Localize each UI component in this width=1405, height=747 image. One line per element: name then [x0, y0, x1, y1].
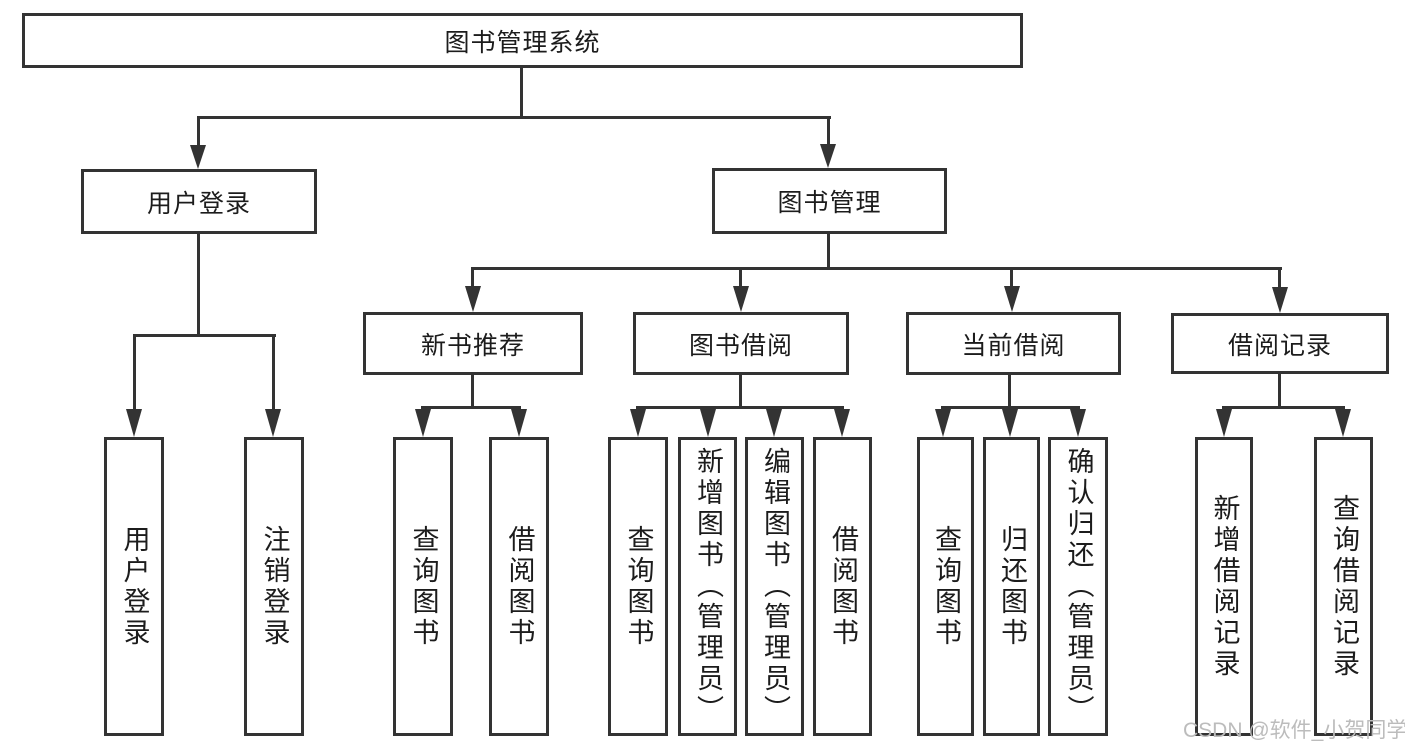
connector-line: [1008, 375, 1011, 408]
connector-line: [827, 234, 830, 269]
connector-line: [636, 406, 844, 409]
node-book-mgmt-label: 图书管理: [777, 189, 882, 217]
arrow-down-icon: [700, 409, 716, 437]
arrow-down-icon: [511, 409, 527, 437]
leaf-newbooks-borrow: 借阅图书: [489, 437, 549, 736]
node-book-borrow: 图书借阅: [633, 312, 849, 375]
node-borrow-records-label: 借阅记录: [1227, 331, 1332, 360]
connector-line: [520, 68, 523, 118]
connector-line: [272, 334, 275, 411]
leaf-bookborrow-edit-label: 编辑图书（管理员）: [760, 447, 790, 726]
arrow-down-icon: [1002, 409, 1018, 437]
connector-line: [471, 267, 1282, 270]
arrow-down-icon: [126, 409, 142, 437]
arrow-down-icon: [190, 145, 206, 169]
arrow-down-icon: [935, 409, 951, 437]
node-new-books-label: 新书推荐: [420, 331, 525, 360]
arrow-down-icon: [1335, 409, 1351, 437]
arrow-down-icon: [415, 409, 431, 437]
arrow-down-icon: [1070, 409, 1086, 437]
arrow-down-icon: [1216, 409, 1232, 437]
leaf-bookborrow-borrow-label: 借阅图书: [828, 524, 858, 649]
connector-line: [739, 267, 742, 288]
leaf-logout: 注销登录: [244, 437, 304, 736]
leaf-bookborrow-query-label: 查询图书: [623, 524, 654, 649]
node-root: 图书管理系统: [22, 13, 1023, 68]
connector-line: [1278, 267, 1281, 288]
connector-line: [1278, 374, 1281, 408]
arrow-down-icon: [820, 144, 836, 168]
leaf-records-add-label: 新增借阅记录: [1209, 493, 1240, 680]
leaf-user-login: 用户登录: [104, 437, 164, 736]
node-borrow-records: 借阅记录: [1171, 313, 1389, 374]
leaf-newbooks-query-label: 查询图书: [408, 524, 439, 649]
connector-line: [133, 334, 276, 337]
arrow-down-icon: [766, 409, 782, 437]
leaf-bookborrow-query: 查询图书: [608, 437, 668, 736]
leaf-current-query-label: 查询图书: [931, 524, 961, 649]
arrow-down-icon: [834, 409, 850, 437]
node-book-mgmt: 图书管理: [712, 168, 947, 234]
node-current-borrow: 当前借阅: [906, 312, 1121, 375]
leaf-bookborrow-borrow: 借阅图书: [813, 437, 872, 736]
connector-line: [941, 406, 1080, 409]
connector-line: [197, 234, 200, 336]
connector-line: [471, 267, 474, 288]
connector-line: [421, 406, 521, 409]
leaf-bookborrow-add-label: 新增图书（管理员）: [693, 447, 723, 726]
arrow-down-icon: [1272, 287, 1288, 313]
leaf-records-query: 查询借阅记录: [1314, 437, 1373, 736]
leaf-current-return: 归还图书: [983, 437, 1040, 736]
leaf-current-return-label: 归还图书: [997, 524, 1027, 649]
connector-line: [133, 334, 136, 411]
leaf-newbooks-borrow-label: 借阅图书: [504, 524, 535, 649]
node-current-borrow-label: 当前借阅: [961, 331, 1066, 360]
arrow-down-icon: [733, 286, 749, 312]
connector-line: [471, 375, 474, 408]
leaf-current-confirm-label: 确认归还（管理员）: [1063, 447, 1094, 726]
connector-line: [197, 116, 831, 119]
node-new-books: 新书推荐: [363, 312, 583, 375]
arrow-down-icon: [1004, 286, 1020, 312]
arrow-down-icon: [630, 409, 646, 437]
leaf-user-login-label: 用户登录: [119, 524, 150, 649]
arrow-down-icon: [465, 286, 481, 312]
connector-line: [739, 375, 742, 408]
connector-line: [1010, 267, 1013, 288]
leaf-newbooks-query: 查询图书: [393, 437, 453, 736]
leaf-logout-label: 注销登录: [259, 524, 290, 649]
leaf-bookborrow-edit: 编辑图书（管理员）: [745, 437, 804, 736]
leaf-bookborrow-add: 新增图书（管理员）: [678, 437, 737, 736]
node-user-login-label: 用户登录: [146, 189, 251, 218]
leaf-current-query: 查询图书: [917, 437, 974, 736]
connector-line: [827, 116, 830, 147]
connector-line: [1222, 406, 1345, 409]
arrow-down-icon: [265, 409, 281, 437]
leaf-records-add: 新增借阅记录: [1195, 437, 1253, 736]
leaf-current-confirm: 确认归还（管理员）: [1048, 437, 1108, 736]
node-user-login: 用户登录: [81, 169, 317, 234]
connector-line: [197, 116, 200, 147]
node-book-borrow-label: 图书借阅: [688, 331, 793, 360]
leaf-records-query-label: 查询借阅记录: [1329, 493, 1359, 680]
node-root-label: 图书管理系统: [444, 28, 601, 57]
csdn-watermark: CSDN @软件_小贺同学: [1183, 719, 1405, 742]
